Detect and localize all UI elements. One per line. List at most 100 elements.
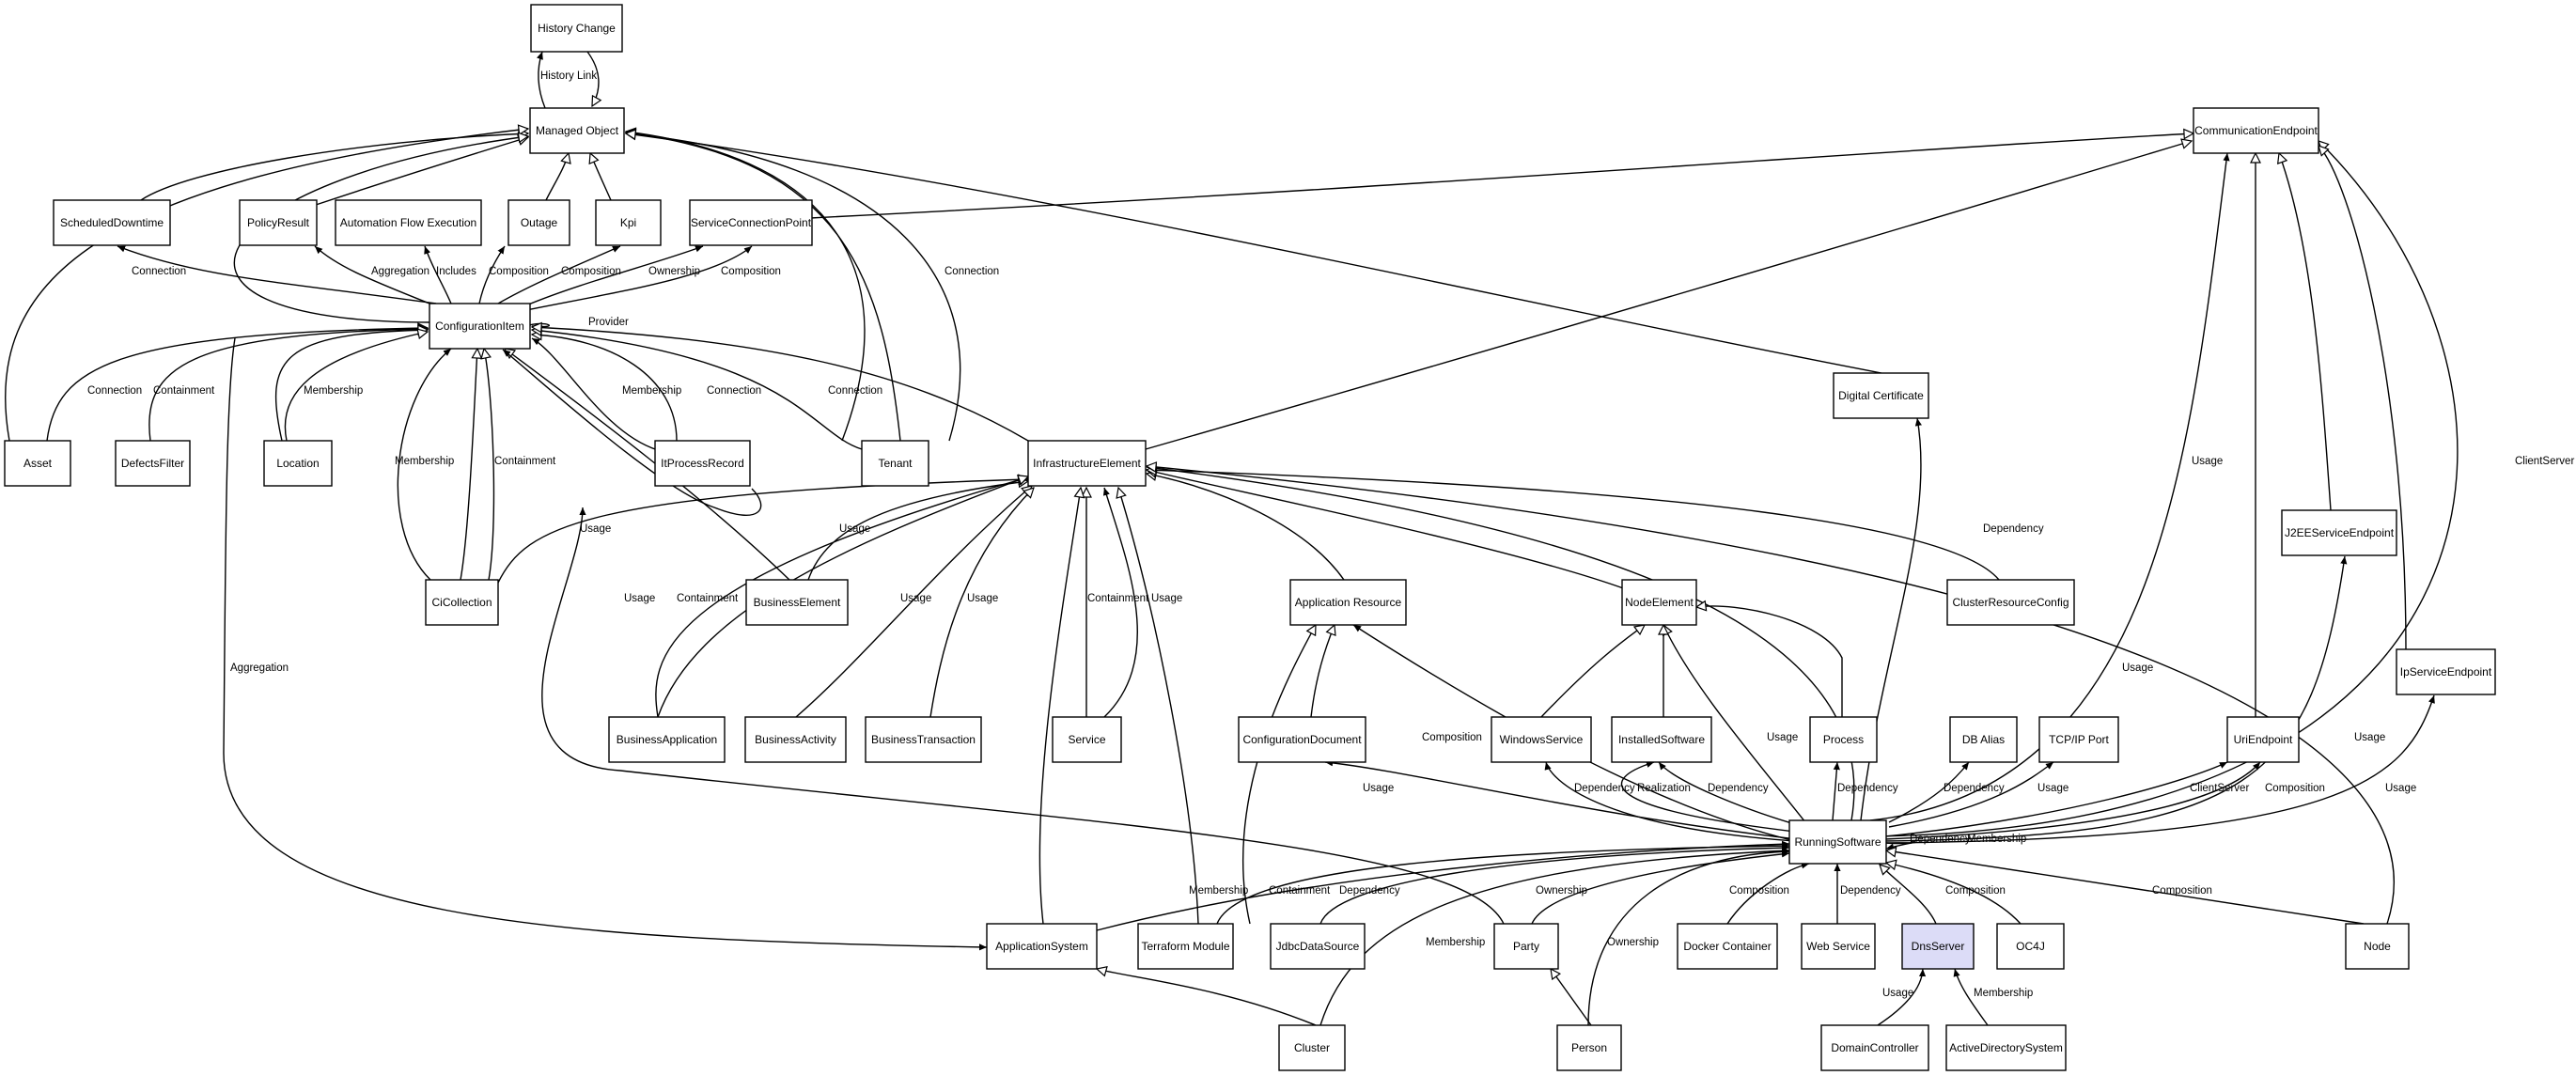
node-tenant[interactable]: Tenant <box>861 440 929 487</box>
node-running-software[interactable]: RunningSoftware <box>1788 819 1887 865</box>
generalization-edge-13 <box>1145 141 2192 450</box>
node-uri-endpoint[interactable]: UriEndpoint <box>2226 716 2300 763</box>
node-j2ee-service-endpoint[interactable]: J2EEServiceEndpoint <box>2281 509 2397 556</box>
node-box <box>1945 1024 2067 1071</box>
edge-label-docker_composition: Composition <box>1729 885 1789 897</box>
node-service-connection-point[interactable]: ServiceConnectionPoint <box>689 199 813 246</box>
node-service[interactable]: Service <box>1052 716 1122 763</box>
association-edge-82 <box>1531 850 1790 925</box>
node-label: ScheduledDowntime <box>60 216 164 229</box>
edge-label-is_realization: Realization <box>1637 783 1691 794</box>
node-docker-container[interactable]: Docker Container <box>1677 923 1778 970</box>
node-domain-controller[interactable]: DomainController <box>1820 1024 1929 1071</box>
node-label: Digital Certificate <box>1838 389 1924 402</box>
node-business-transaction[interactable]: BusinessTransaction <box>865 716 982 763</box>
node-outage[interactable]: Outage <box>507 199 570 246</box>
node-managed-object[interactable]: Managed Object <box>529 107 625 154</box>
node-label: Kpi <box>620 216 636 229</box>
node-label: DnsServer <box>1912 940 1965 953</box>
node-installed-software[interactable]: InstalledSoftware <box>1611 716 1712 763</box>
edge-label-ce_clientserver: ClientServer <box>2515 456 2574 467</box>
node-business-application[interactable]: BusinessApplication <box>608 716 726 763</box>
node-communication-endpoint[interactable]: CommunicationEndpoint <box>2193 107 2319 154</box>
node-ip-service-endpoint[interactable]: IpServiceEndpoint <box>2396 648 2496 695</box>
edge-label-oc4j_composition: Composition <box>1945 885 2006 897</box>
node-configuration-document[interactable]: ConfigurationDocument <box>1238 716 1366 763</box>
node-windows-service[interactable]: WindowsService <box>1491 716 1592 763</box>
node-person[interactable]: Person <box>1556 1024 1622 1071</box>
node-automation-flow-execution[interactable]: Automation Flow Execution <box>335 199 482 246</box>
node-node-element[interactable]: NodeElement <box>1621 579 1697 626</box>
edge-label-ads_membership: Membership <box>1974 988 2033 999</box>
edge-label-ipr_connection: Connection <box>707 385 761 397</box>
edge-label-rs_dependency_self: Dependency <box>1910 834 1971 845</box>
generalization-edge-46 <box>1147 474 1345 581</box>
node-box <box>1027 440 1147 487</box>
node-box <box>239 199 318 246</box>
node-location[interactable]: Location <box>263 440 333 487</box>
node-defects-filter[interactable]: DefectsFilter <box>115 440 191 487</box>
node-web-service[interactable]: Web Service <box>1801 923 1876 970</box>
node-box <box>865 716 982 763</box>
node-active-directory-system[interactable]: ActiveDirectorySystem <box>1945 1024 2067 1071</box>
node-business-element[interactable]: BusinessElement <box>745 579 849 626</box>
node-label: ApplicationSystem <box>995 940 1088 953</box>
node-application-system[interactable]: ApplicationSystem <box>986 923 1098 970</box>
generalization-edge-23 <box>148 329 428 442</box>
edge-label-cic_membership: Membership <box>395 456 454 467</box>
node-box <box>1621 579 1697 626</box>
node-asset[interactable]: Asset <box>4 440 71 487</box>
generalization-edge-86 <box>1886 863 2022 925</box>
node-configuration-item[interactable]: ConfigurationItem <box>429 303 531 350</box>
edge-label-db_dependency: Dependency <box>1944 783 2005 794</box>
node-business-activity[interactable]: BusinessActivity <box>744 716 847 763</box>
node-policy-result[interactable]: PolicyResult <box>239 199 318 246</box>
association-edge-78 <box>1319 844 1790 925</box>
node-label: BusinessApplication <box>617 733 717 746</box>
node-box <box>1949 716 2018 763</box>
node-cluster-resource-config[interactable]: ClusterResourceConfig <box>1946 579 2075 626</box>
node-ci-collection[interactable]: CiCollection <box>425 579 499 626</box>
node-kpi[interactable]: Kpi <box>595 199 662 246</box>
edge-label-cd_usage: Usage <box>1363 783 1394 794</box>
node-infrastructure-element[interactable]: InfrastructureElement <box>1027 440 1147 487</box>
node-digital-certificate[interactable]: Digital Certificate <box>1833 372 1929 419</box>
node-party[interactable]: Party <box>1493 923 1559 970</box>
node-node[interactable]: Node <box>2345 923 2410 970</box>
node-label: Node <box>2364 940 2391 953</box>
node-box <box>608 716 726 763</box>
node-label: DomainController <box>1831 1041 1918 1054</box>
edge-label-ne_usage: Usage <box>1767 732 1798 743</box>
node-db-alias[interactable]: DB Alias <box>1949 716 2018 763</box>
association-edge-34 <box>502 349 762 516</box>
node-dns-server[interactable]: DnsServer <box>1901 923 1975 970</box>
node-process[interactable]: Process <box>1809 716 1878 763</box>
node-label: DB Alias <box>1962 733 2005 746</box>
node-box <box>335 199 482 246</box>
node-it-process-record[interactable]: ItProcessRecord <box>654 440 751 487</box>
edge-label-proc_dependency: Dependency <box>1837 783 1898 794</box>
generalization-edge-5 <box>590 153 612 201</box>
node-oc4j[interactable]: OC4J <box>1996 923 2065 970</box>
node-application-resource[interactable]: Application Resource <box>1289 579 1407 626</box>
node-box <box>744 716 847 763</box>
node-box <box>1289 579 1407 626</box>
node-box <box>1556 1024 1622 1071</box>
edge-label-tenant_connection1: Connection <box>828 385 882 397</box>
node-label: BusinessTransaction <box>871 733 976 746</box>
node-history-change[interactable]: History Change <box>530 4 623 53</box>
node-tcp-ip-port[interactable]: TCP/IP Port <box>2038 716 2119 763</box>
node-terraform-module[interactable]: Terraform Module <box>1137 923 1234 970</box>
node-label: Tenant <box>878 457 913 470</box>
generalization-edge-44 <box>1038 488 1081 925</box>
node-scheduled-downtime[interactable]: ScheduledDowntime <box>53 199 171 246</box>
association-edge-66 <box>1884 694 2435 844</box>
node-label: Terraform Module <box>1141 940 1229 953</box>
node-label: RunningSoftware <box>1794 835 1881 849</box>
node-jdbc-data-source[interactable]: JdbcDataSource <box>1270 923 1366 970</box>
edge-label-as_membership: Membership <box>1189 885 1248 897</box>
association-edge-18 <box>497 245 621 304</box>
node-box <box>1996 923 2065 970</box>
node-cluster[interactable]: Cluster <box>1278 1024 1346 1071</box>
